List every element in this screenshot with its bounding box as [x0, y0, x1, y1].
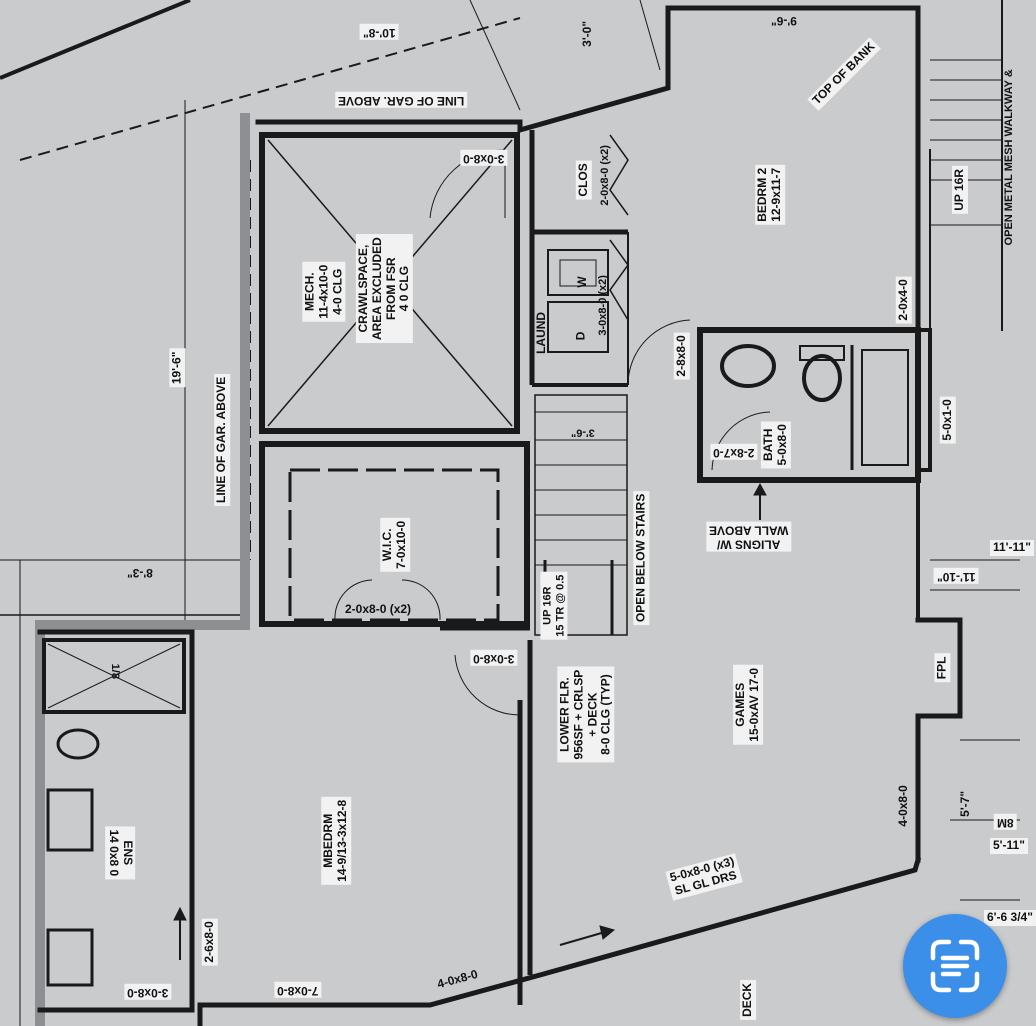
text-scan-icon: [930, 939, 980, 993]
exterior-stair: [930, 59, 1020, 901]
dim-right-6-3: 6'-6 3/4": [984, 910, 1036, 926]
dim-left-8-3: 8'-3": [127, 565, 153, 580]
door-2-6x8-0-label: 2-6x8-0: [201, 918, 218, 966]
door-laundry-label: 3-0x8-0 (x2): [596, 275, 609, 336]
door-mech-label: 3-0x8-0: [460, 150, 508, 166]
closet-laundry: [529, 130, 629, 387]
open-walkway-label: OPEN METAL MESH WALKWAY &: [1002, 69, 1015, 246]
dim-top-3-0: 3'-0": [580, 20, 595, 47]
sliding-door-arrow: [559, 925, 616, 946]
door-games-label: 3-0x8-0: [470, 650, 518, 666]
line-of-garage-above-top: LINE OF GAR. ABOVE: [335, 92, 468, 108]
dim-right-5-7: 5'-7": [958, 790, 973, 817]
line-of-garage-above-left: LINE OF GAR. ABOVE: [214, 373, 231, 507]
up-16r-right-label: UP 16R: [952, 165, 968, 214]
bathroom: [627, 319, 921, 520]
door-ensuite-label: 3-0x8-0: [124, 984, 172, 1000]
stair-width-label: 3'-6": [571, 426, 595, 439]
fireplace-label: FPL: [934, 653, 951, 683]
exterior-walls: [35, 0, 1003, 1026]
aligns-wall-above-label: ALIGNS W/WALL ABOVE: [706, 522, 792, 552]
washer-label: W: [574, 276, 589, 288]
open-below-stairs-label: OPEN BELOW STAIRS: [633, 490, 650, 626]
deck-label: DECK: [740, 979, 756, 1020]
window-2-0x4-0-label: 2-0x4-0: [895, 276, 912, 324]
door-7-0x8-0-label: 7-0x8-0: [274, 982, 322, 998]
dim-top-10-8: 10'-8": [360, 24, 399, 40]
laundry-label: LAUND: [534, 311, 549, 354]
dim-right-11-10: 11'-10": [934, 568, 979, 584]
dim-right-5-11: 5'-11": [990, 838, 1028, 854]
dim-left-19-6: 19'-6": [169, 348, 186, 388]
dim-right-11-11: 11'-11": [990, 540, 1034, 556]
door-wic-label: 2-0x8-0 (x2): [345, 602, 412, 616]
ensuite: [42, 638, 187, 987]
dim-right-8m: 8M: [994, 814, 1017, 830]
closet-label: CLOS: [575, 160, 592, 200]
wic-room: [259, 441, 530, 627]
dim-top-9-6: 9'-6": [771, 13, 797, 28]
text-scan-button[interactable]: [903, 914, 1007, 1018]
door-2-8x7-0-label: 2-8x7-0: [710, 444, 758, 460]
ensuite-shower-mark: 1/8: [108, 663, 121, 679]
dryer-label: D: [573, 331, 588, 341]
wic-label: W.I.C.7-0x10-0: [380, 517, 410, 572]
door-2-8x8-0-label: 2-8x8-0: [673, 332, 690, 380]
door-4-0x8-0-right-label: 4-0x8-0: [895, 785, 910, 827]
window-5-0x1-0-label: 5-0x1-0: [939, 396, 956, 444]
door-closet-label: 2-0x8-0 (x2): [598, 145, 611, 206]
